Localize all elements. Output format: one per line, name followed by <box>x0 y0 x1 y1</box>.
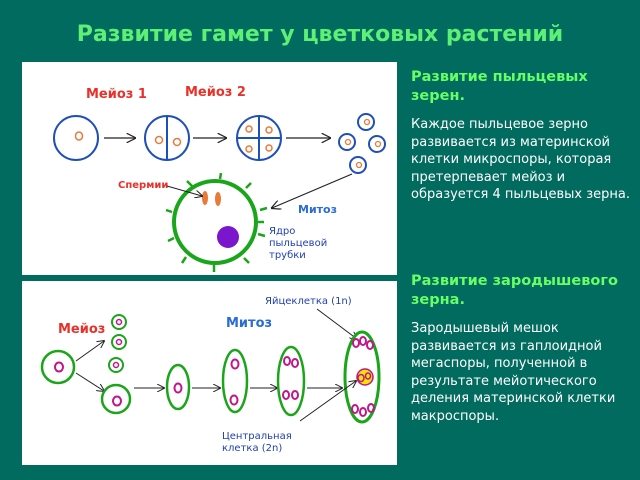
tetrad-cell <box>236 115 282 161</box>
arrow <box>75 341 104 362</box>
sperm-nucleus <box>215 192 221 206</box>
meiosis1-label: Мейоз 1 <box>86 87 147 102</box>
tube-nucleus-label-3: трубки <box>269 250 306 261</box>
embryo-sac-2 <box>221 348 249 414</box>
dyad-cell <box>144 115 190 161</box>
microspores <box>338 113 386 174</box>
embryo-sac-4 <box>276 345 306 417</box>
meiosis-label: Мейоз <box>58 322 105 337</box>
embryo-diagram: Мейоз Митоз Яйцеклетка (1n) <box>40 296 381 454</box>
pollen-text: Каждое пыльцевое зерно развивается из ма… <box>411 117 630 203</box>
tube-nucleus <box>217 226 239 248</box>
tube-nucleus-label-1: Ядро <box>269 226 295 237</box>
central-cell-label-1: Центральная <box>222 431 292 442</box>
pollen-diagram-panel: Мейоз 1 Мейоз 2 <box>22 62 397 275</box>
arrow <box>299 381 356 422</box>
embryo-text: Зародышевый мешок развивается из гаплоид… <box>411 321 616 424</box>
egg-cell-label: Яйцеклетка (1n) <box>265 296 352 307</box>
embryo-heading: Развитие зародышевого зерна. <box>411 273 618 308</box>
sperm-label: Спермии <box>118 180 168 191</box>
mitosis-label-bottom: Митоз <box>226 316 272 331</box>
meiosis2-label: Мейоз 2 <box>185 85 246 100</box>
megaspore-mother-cell <box>40 349 76 385</box>
pollen-heading: Развитие пыльцевых зерен. <box>411 69 588 104</box>
pollen-grain <box>165 172 268 272</box>
mitosis-label-top: Митоз <box>298 203 337 216</box>
mature-embryo-sac <box>343 330 381 424</box>
page-title: Развитие гамет у цветковых растений <box>76 22 564 47</box>
arrow <box>272 173 353 208</box>
pollen-diagram: Мейоз 1 Мейоз 2 <box>53 85 386 272</box>
arrow <box>75 372 104 391</box>
arrow <box>316 308 357 339</box>
arrow <box>166 185 202 196</box>
embryo-diagram-panel: Мейоз Митоз Яйцеклетка (1n) <box>22 281 397 465</box>
embryo-sac-1 <box>165 363 191 411</box>
sperm-nucleus <box>202 191 208 205</box>
tube-nucleus-label-2: пыльцевой <box>269 238 327 249</box>
central-cell-label-2: клетка (2n) <box>222 443 282 454</box>
mother-cell <box>53 115 99 161</box>
megaspores <box>100 314 132 415</box>
